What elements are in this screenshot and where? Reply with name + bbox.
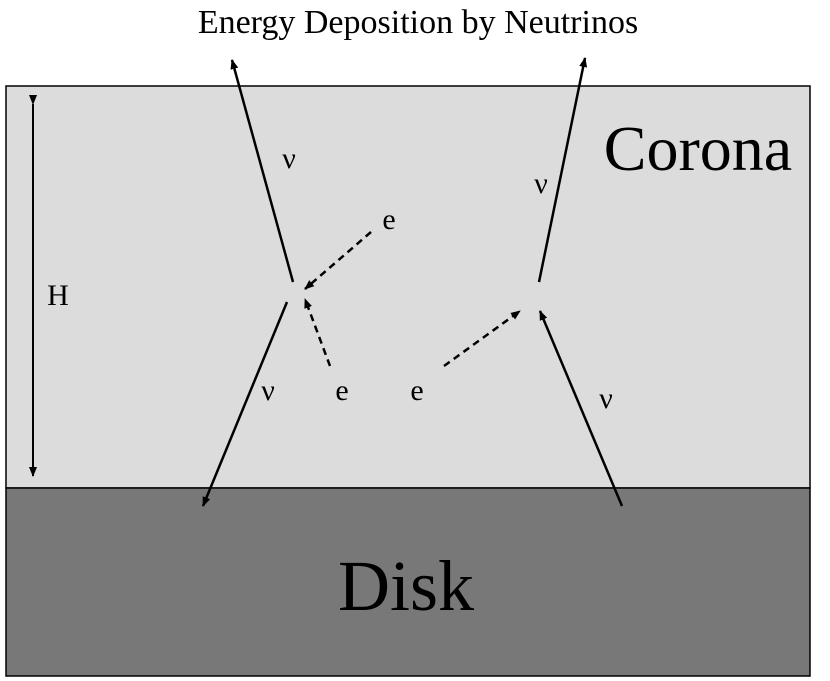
electron-label-right: e (410, 374, 423, 407)
corona-label: Corona (604, 113, 792, 184)
neutrino-label-left-down: ν (261, 374, 275, 407)
neutrino-arrow-left-down (201, 301, 289, 507)
corona-region (5, 85, 811, 489)
neutrino-arrow-right-incoming (538, 310, 624, 507)
height-label: H (47, 279, 69, 312)
neutrino-arrow-right-up (537, 57, 588, 283)
disk-label: Disk (338, 546, 474, 626)
neutrino-arrow-left-up (230, 59, 295, 283)
neutrino-label-right-incoming: ν (599, 382, 613, 415)
disk-region (5, 487, 811, 677)
electron-arrow-left-upper (304, 231, 372, 290)
neutrino-label-right-up: ν (534, 167, 548, 200)
electron-label-left-lower: e (335, 374, 348, 407)
neutrino-label-left-up: ν (282, 142, 296, 175)
electron-label-left-upper: e (382, 203, 395, 236)
electron-arrow-right (443, 309, 521, 368)
diagram-title: Energy Deposition by Neutrinos (198, 4, 638, 41)
